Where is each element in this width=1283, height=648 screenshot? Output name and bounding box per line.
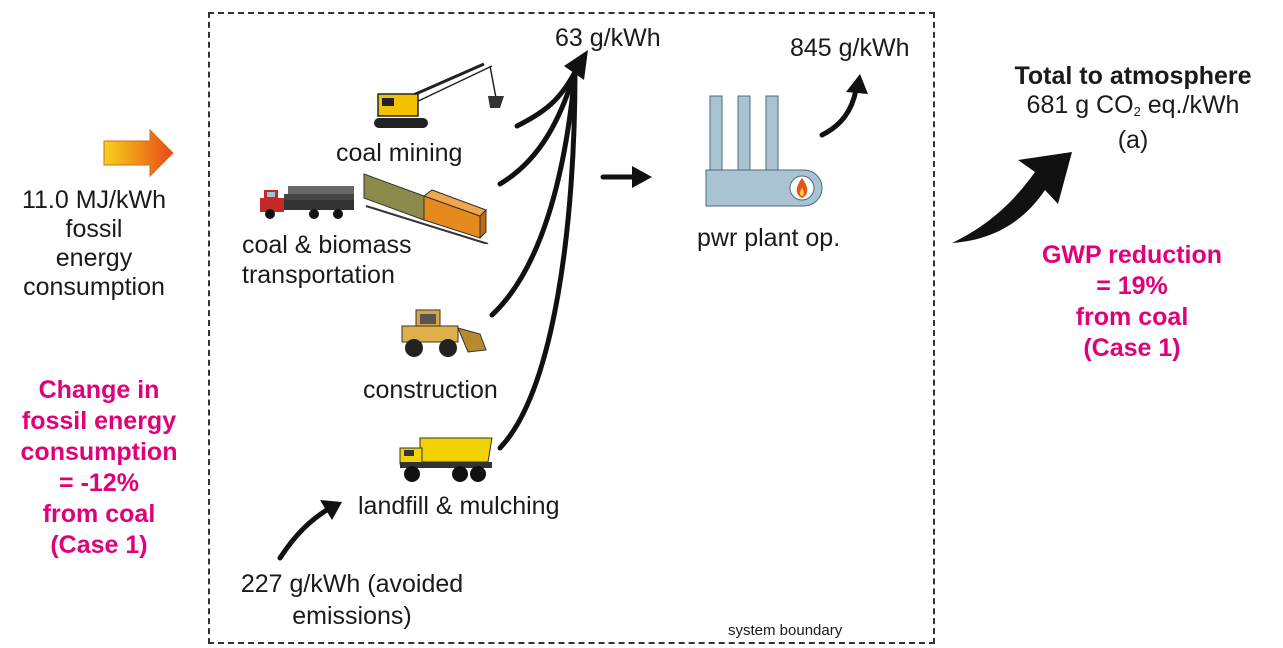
transport-label-line1: coal & biomass	[242, 231, 412, 259]
power-plant-icon	[705, 95, 823, 207]
total-value-suffix: eq./kWh	[1140, 91, 1240, 119]
avoided-line1: 227 g/kWh (avoided	[240, 570, 464, 598]
change-line: fossil energy	[21, 407, 177, 435]
change-line: (Case 1)	[50, 531, 148, 559]
construction-label: construction	[363, 376, 498, 404]
to-plant-arrowhead	[632, 166, 652, 188]
transport-label: coal & biomass transportation	[242, 230, 412, 290]
plant-emission-label: 845 g/kWh	[790, 34, 910, 62]
change-line: = -12%	[59, 469, 139, 497]
upstream-emission-label: 63 g/kWh	[555, 24, 661, 52]
flow-curve-landfill	[497, 69, 578, 451]
case-tag: (a)	[1117, 126, 1149, 154]
energy-consumption-text: 11.0 MJ/kWh fossil energy consumption	[8, 186, 180, 302]
coal-mining-label: coal mining	[336, 139, 463, 167]
system-boundary	[208, 12, 935, 644]
avoided-line2: emissions)	[292, 602, 412, 630]
system-boundary-label: system boundary	[728, 622, 843, 639]
plant-emission-arrowhead	[846, 74, 868, 94]
energy-line-fossil: fossil	[65, 215, 123, 243]
total-atmosphere-block: Total to atmosphere 681 g CO2 eq./kWh (a…	[992, 62, 1274, 155]
flow-curve-transport	[497, 69, 578, 187]
gwp-reduction: GWP reduction = 19% from coal (Case 1)	[1024, 240, 1240, 364]
avoided-arrowhead	[320, 500, 342, 520]
flatbed-truck-icon	[260, 186, 354, 219]
transport-label-line2: transportation	[242, 261, 395, 289]
total-atmosphere-arrow	[952, 152, 1072, 243]
gwp-line: from coal	[1075, 303, 1189, 331]
energy-value: 11.0 MJ/kWh	[21, 186, 167, 214]
landfill-label: landfill & mulching	[358, 492, 560, 520]
change-line: consumption	[20, 438, 178, 466]
total-value: 681 g CO2 eq./kWh	[992, 91, 1274, 126]
gwp-line: (Case 1)	[1083, 334, 1181, 362]
dragline-excavator-icon	[374, 62, 504, 128]
change-line: Change in	[38, 376, 160, 404]
dump-truck-icon	[399, 437, 493, 482]
power-plant-label: pwr plant op.	[697, 224, 841, 252]
flow-curve-construction	[489, 69, 578, 318]
wheel-loader-icon	[401, 309, 487, 357]
plant-emission-arrow	[819, 87, 859, 138]
energy-line-consumption: consumption	[23, 273, 165, 301]
energy-input-arrow-icon	[103, 128, 174, 178]
gwp-line: = 19%	[1096, 272, 1168, 300]
fossil-energy-change: Change in fossil energy consumption = -1…	[14, 375, 184, 561]
total-value-sub: 2	[1133, 104, 1141, 119]
change-line: from coal	[42, 500, 156, 528]
gwp-line: GWP reduction	[1041, 241, 1223, 269]
total-title: Total to atmosphere	[1014, 62, 1252, 90]
total-value-prefix: 681 g CO	[1026, 91, 1134, 119]
avoided-emissions-label: 227 g/kWh (avoided emissions)	[222, 568, 482, 632]
avoided-emissions-arrow	[277, 505, 333, 561]
locomotive-icon	[363, 173, 489, 244]
upstream-arrowhead	[564, 50, 588, 80]
energy-line-energy: energy	[55, 244, 133, 272]
